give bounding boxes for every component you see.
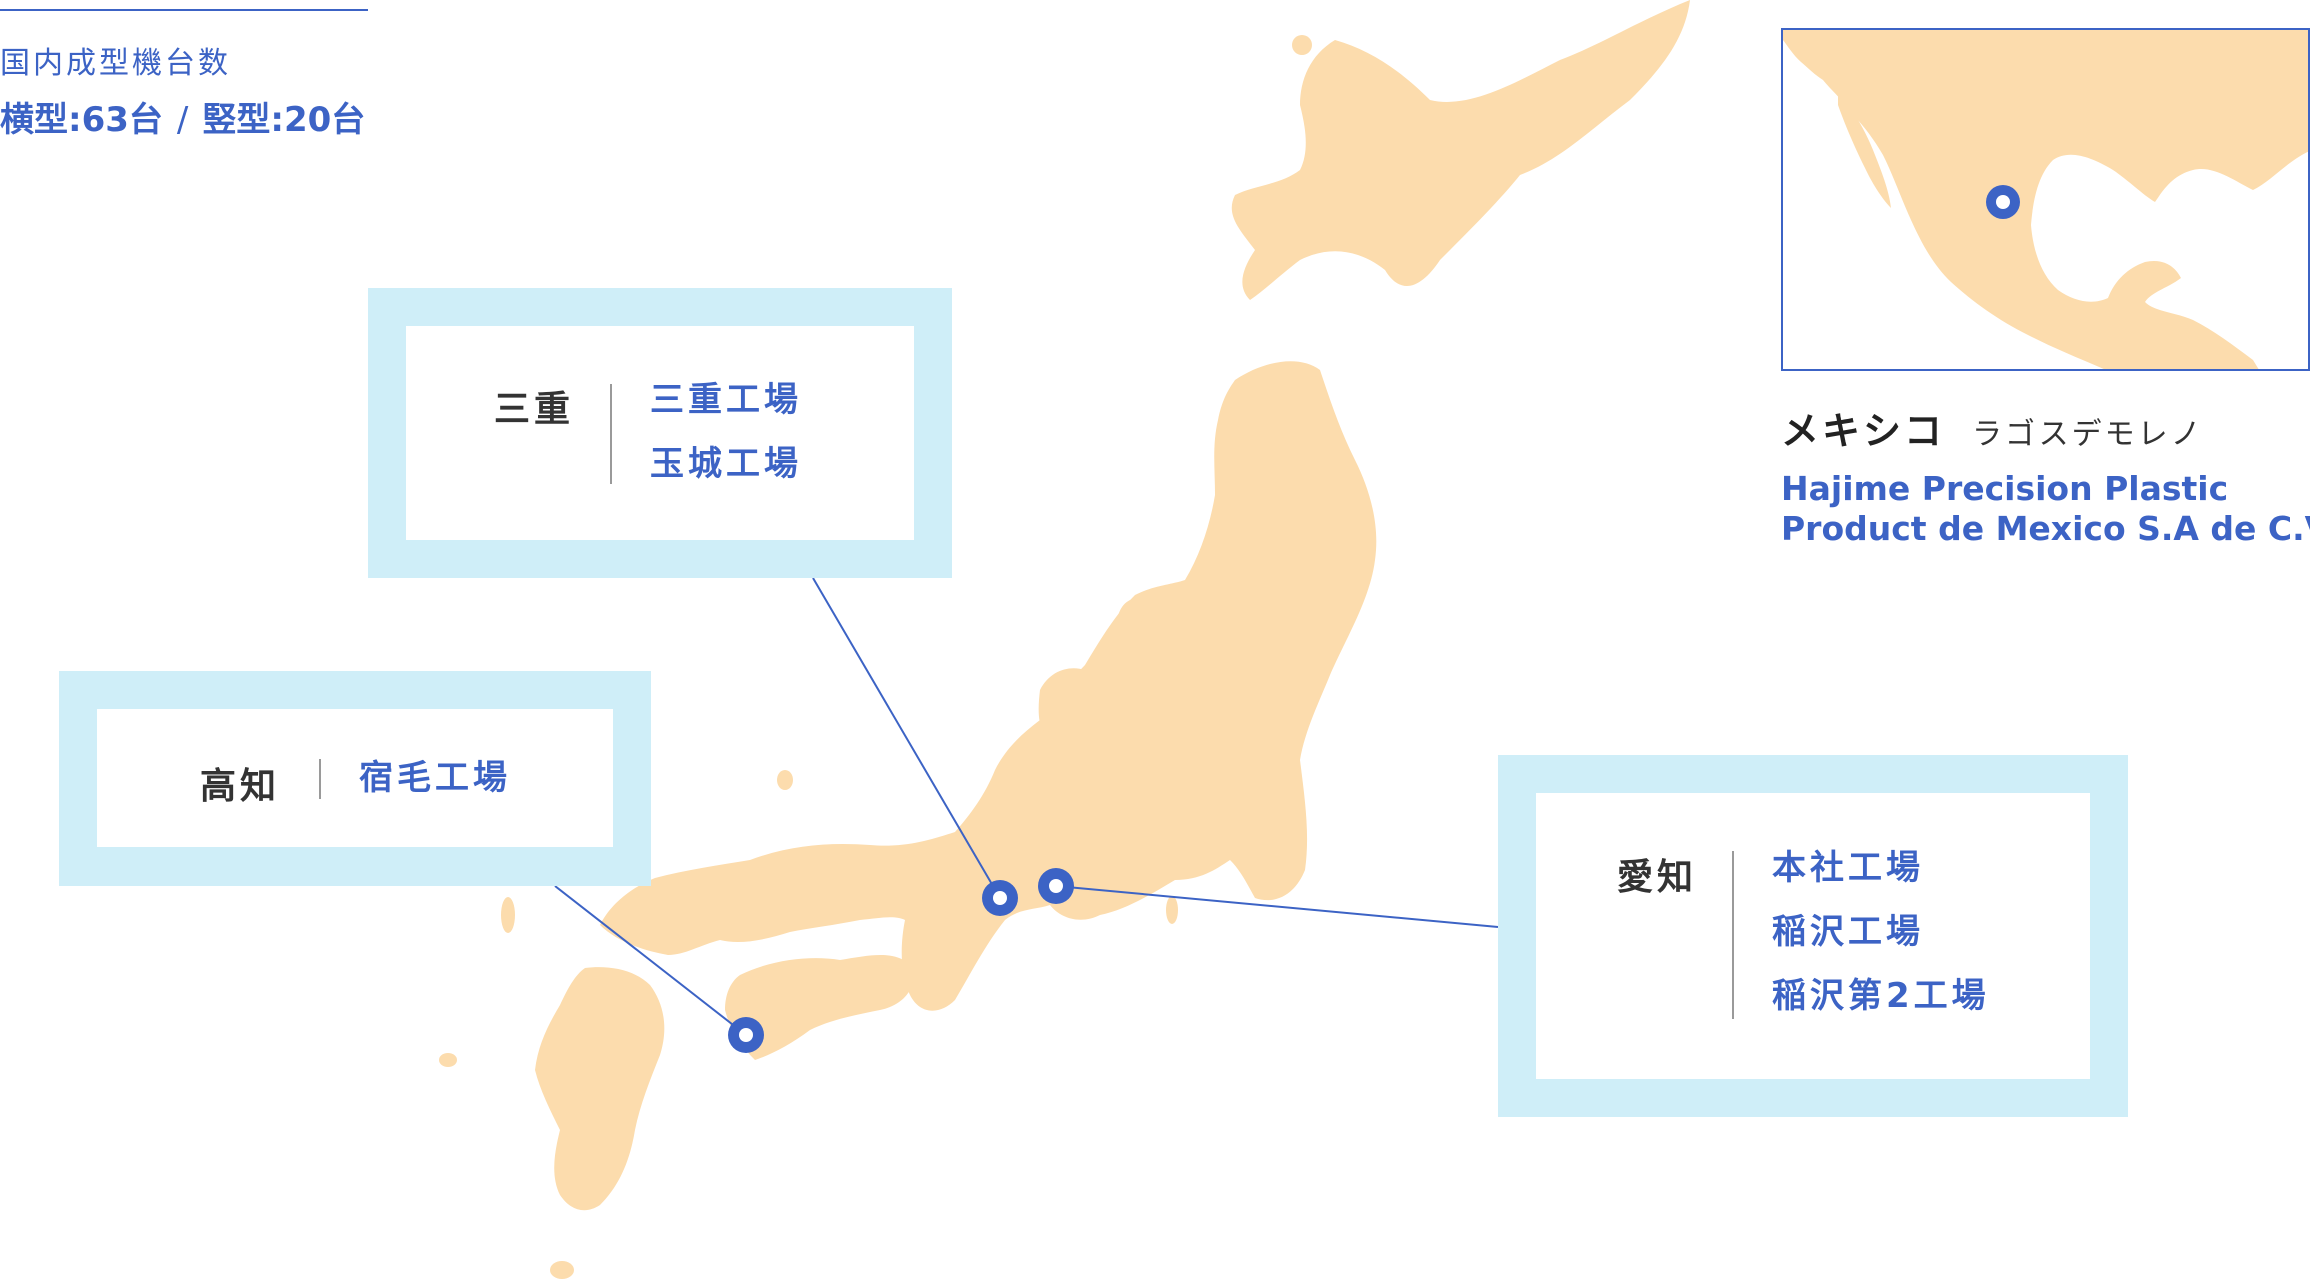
aichi-factory-3: 稲沢第2工場	[1772, 976, 1990, 1016]
noto-peninsula	[1038, 668, 1085, 732]
mexico-country-label: メキシコ	[1781, 409, 1946, 453]
horizontal-machine-count: 横型:63台	[0, 100, 163, 140]
kochi-divider	[319, 759, 321, 799]
tsushima-island	[501, 897, 515, 933]
kochi-prefecture-label: 高知	[200, 766, 281, 807]
vertical-machine-count: 竪型:20台	[202, 100, 366, 140]
honshu-island	[600, 361, 1377, 1011]
shikoku-island	[725, 955, 914, 1060]
kochi-connector-line	[554, 885, 747, 1036]
domestic-machine-count-label: 国内成型機台数	[0, 46, 231, 81]
kochi-callout: 高知 宿毛工場	[59, 671, 651, 886]
mie-factory-1: 三重工場	[650, 380, 802, 420]
mie-prefecture-label: 三重	[494, 389, 575, 430]
rishiri-island	[1292, 35, 1312, 55]
mie-factory-2: 玉城工場	[650, 444, 802, 484]
mexico-company-name: Hajime Precision Plastic Product de Mexi…	[1781, 469, 2310, 549]
kochi-callout-panel	[97, 709, 613, 847]
kochi-factory-1: 宿毛工場	[359, 758, 511, 798]
mexico-city-label: ラゴスデモレノ	[1972, 417, 2204, 452]
aichi-factory-1: 本社工場	[1772, 848, 1924, 888]
aichi-prefecture-label: 愛知	[1617, 857, 1698, 898]
aichi-factory-2: 稲沢工場	[1772, 912, 1924, 952]
aichi-callout-panel	[1536, 793, 2090, 1079]
goto-island	[439, 1053, 457, 1067]
mexico-inset-map	[1781, 28, 2310, 371]
count-separator: /	[176, 100, 189, 140]
aichi-divider	[1732, 851, 1734, 1019]
hokkaido-island	[1231, 0, 1690, 300]
location-pin-icon	[728, 1017, 764, 1053]
aichi-connector-line	[1055, 885, 1499, 928]
location-pin-icon	[982, 880, 1018, 916]
izu-island	[1166, 896, 1178, 924]
cuba-island	[2161, 140, 2260, 169]
oki-island	[777, 770, 793, 790]
mie-callout: 三重 三重工場 玉城工場	[368, 288, 952, 578]
mexico-company-line-2: Product de Mexico S.A de C.V	[1781, 509, 2310, 548]
mie-callout-panel	[406, 326, 914, 540]
machine-count-values: 横型:63台 / 竪型:20台	[0, 92, 365, 141]
summary-divider	[0, 9, 368, 11]
sado-island	[1117, 598, 1145, 640]
kyushu-island	[535, 967, 665, 1211]
mie-divider	[610, 384, 612, 484]
yakushima-island	[550, 1261, 574, 1279]
mie-connector-line	[812, 577, 1001, 899]
baja-california	[1838, 90, 1891, 208]
mexico-company-line-1: Hajime Precision Plastic	[1781, 469, 2229, 508]
north-america-landmass	[1783, 30, 2308, 369]
location-pin-icon	[1038, 868, 1074, 904]
aichi-callout: 愛知 本社工場 稲沢工場 稲沢第2工場	[1498, 755, 2128, 1117]
